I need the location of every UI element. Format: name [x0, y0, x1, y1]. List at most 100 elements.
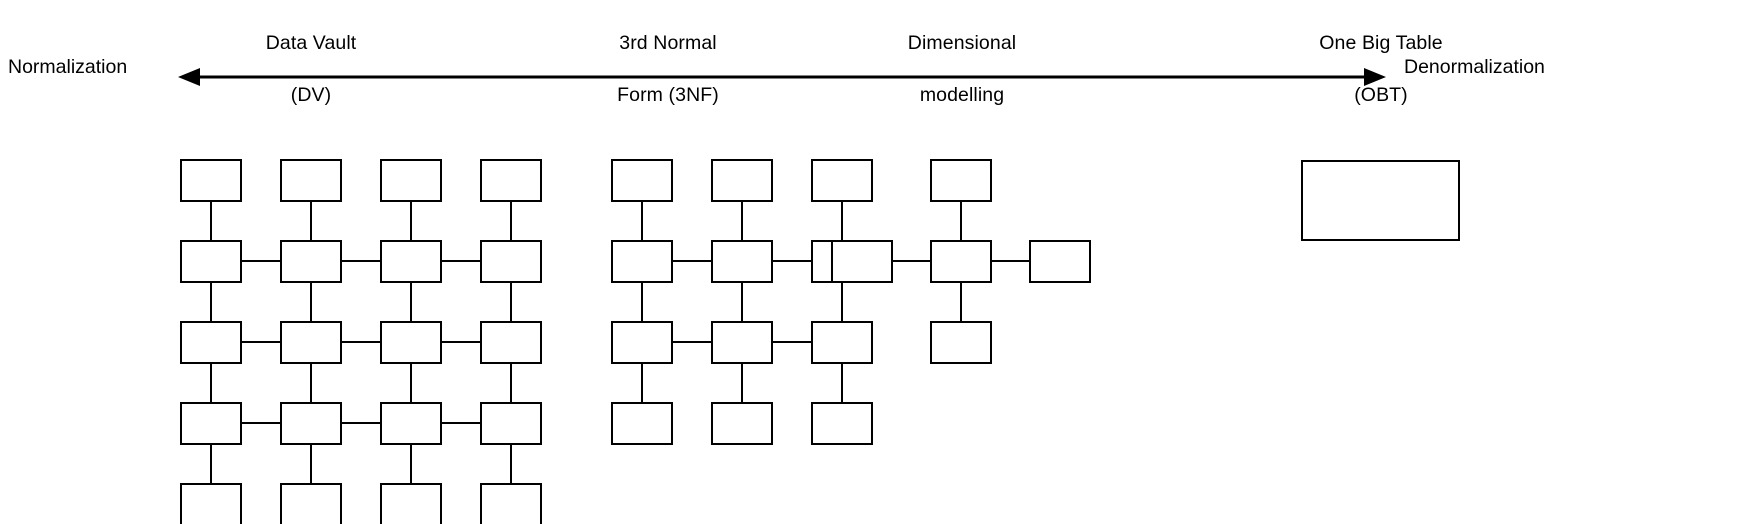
- table-box[interactable]: [611, 159, 673, 202]
- column-label-obt-line1: One Big Table: [1319, 32, 1443, 54]
- dv-link-h: [242, 422, 281, 424]
- dv-link-v: [210, 445, 212, 483]
- dv-link-v: [510, 283, 512, 321]
- table-box[interactable]: [380, 321, 442, 364]
- one-big-table-box[interactable]: [1301, 160, 1460, 241]
- table-box[interactable]: [280, 159, 342, 202]
- nf-link-v: [841, 202, 843, 240]
- nf-link-v: [841, 283, 843, 321]
- dv-link-v: [310, 202, 312, 240]
- table-box[interactable]: [711, 402, 773, 445]
- table-box[interactable]: [280, 321, 342, 364]
- table-box[interactable]: [380, 240, 442, 283]
- dimension-table-box-left[interactable]: [831, 240, 893, 283]
- axis-label-normalization: Normalization: [8, 56, 128, 78]
- arrowhead-right-icon: [1364, 68, 1386, 86]
- dv-link-v: [410, 283, 412, 321]
- table-box[interactable]: [480, 240, 542, 283]
- dimension-table-box-right[interactable]: [1029, 240, 1091, 283]
- dv-link-h: [242, 341, 281, 343]
- dimension-table-box-top[interactable]: [930, 159, 992, 202]
- dv-link-v: [410, 202, 412, 240]
- normalization-axis-arrow: [178, 68, 1386, 86]
- table-box[interactable]: [811, 402, 873, 445]
- table-box[interactable]: [711, 321, 773, 364]
- table-box[interactable]: [611, 240, 673, 283]
- nf-link-v: [741, 202, 743, 240]
- dv-link-v: [410, 364, 412, 402]
- dv-link-h: [342, 341, 381, 343]
- dv-link-h: [442, 341, 481, 343]
- nf-link-v: [641, 364, 643, 402]
- table-box[interactable]: [380, 159, 442, 202]
- nf-link-h: [773, 341, 812, 343]
- dv-link-v: [410, 445, 412, 483]
- dv-link-v: [510, 364, 512, 402]
- table-box[interactable]: [611, 321, 673, 364]
- column-label-3nf-line2: Form (3NF): [617, 84, 719, 106]
- table-box[interactable]: [280, 240, 342, 283]
- table-box[interactable]: [811, 321, 873, 364]
- dim-link-v-bottom: [960, 283, 962, 321]
- dim-link-h-left: [893, 260, 931, 262]
- table-box[interactable]: [480, 483, 542, 524]
- nf-link-h: [673, 260, 712, 262]
- dv-link-v: [310, 364, 312, 402]
- table-box[interactable]: [380, 402, 442, 445]
- table-box[interactable]: [380, 483, 442, 524]
- axis-label-denormalization: Denormalization: [1404, 56, 1545, 78]
- column-label-dimensional-modelling: Dimensional modelling: [862, 4, 1062, 134]
- dimension-table-box-bottom[interactable]: [930, 321, 992, 364]
- dv-link-h: [442, 260, 481, 262]
- dv-link-h: [342, 260, 381, 262]
- dv-link-v: [310, 283, 312, 321]
- dv-link-v: [310, 445, 312, 483]
- dim-link-v-top: [960, 202, 962, 240]
- column-label-obt-line2: (OBT): [1354, 84, 1408, 106]
- dv-link-h: [342, 422, 381, 424]
- table-box[interactable]: [480, 321, 542, 364]
- table-box[interactable]: [180, 240, 242, 283]
- dv-link-v: [210, 364, 212, 402]
- dv-link-h: [442, 422, 481, 424]
- nf-link-v: [841, 364, 843, 402]
- arrowhead-left-icon: [178, 68, 200, 86]
- nf-link-v: [741, 283, 743, 321]
- dv-link-v: [510, 445, 512, 483]
- dv-link-v: [510, 202, 512, 240]
- nf-link-v: [641, 283, 643, 321]
- table-box[interactable]: [611, 402, 673, 445]
- table-box[interactable]: [180, 402, 242, 445]
- table-box[interactable]: [180, 159, 242, 202]
- nf-link-v: [641, 202, 643, 240]
- fact-table-box[interactable]: [930, 240, 992, 283]
- column-label-one-big-table: One Big Table (OBT): [1281, 4, 1481, 134]
- table-box[interactable]: [811, 159, 873, 202]
- dv-link-h: [242, 260, 281, 262]
- column-label-dim-line1: Dimensional: [907, 32, 1017, 54]
- dv-link-v: [210, 202, 212, 240]
- nf-link-v: [741, 364, 743, 402]
- table-box[interactable]: [180, 321, 242, 364]
- column-label-data-vault: Data Vault (DV): [211, 4, 411, 134]
- table-box[interactable]: [711, 159, 773, 202]
- table-box[interactable]: [480, 159, 542, 202]
- column-label-data-vault-line2: (DV): [290, 84, 332, 106]
- column-label-dim-line2: modelling: [919, 84, 1005, 106]
- column-label-data-vault-line1: Data Vault: [265, 32, 357, 54]
- dv-link-v: [210, 283, 212, 321]
- table-box[interactable]: [711, 240, 773, 283]
- table-box[interactable]: [180, 483, 242, 524]
- nf-link-h: [673, 341, 712, 343]
- dim-link-h-right: [991, 260, 1029, 262]
- table-box[interactable]: [280, 402, 342, 445]
- table-box[interactable]: [280, 483, 342, 524]
- column-label-third-normal-form: 3rd Normal Form (3NF): [568, 4, 768, 134]
- table-box[interactable]: [480, 402, 542, 445]
- nf-link-h: [773, 260, 812, 262]
- column-label-3nf-line1: 3rd Normal: [619, 32, 717, 54]
